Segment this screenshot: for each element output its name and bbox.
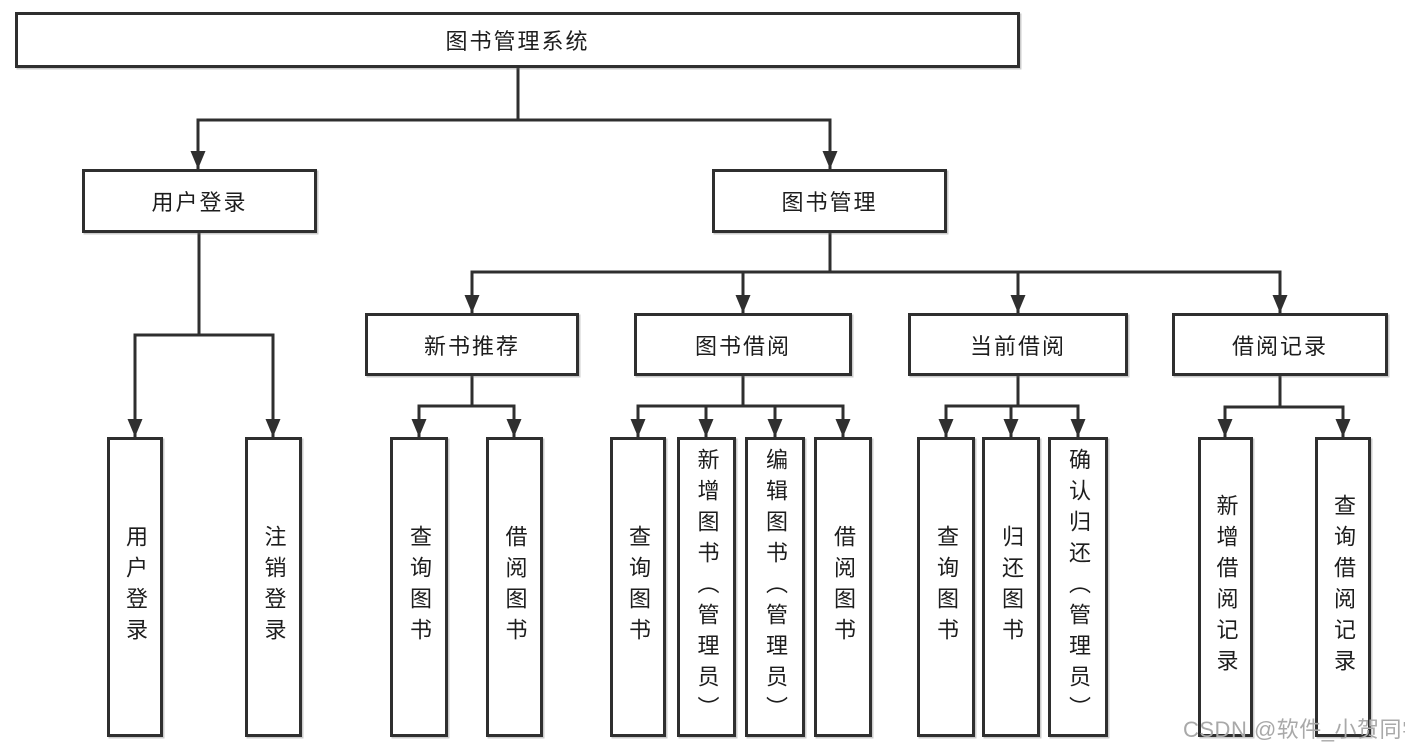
node-label: 新书推荐: [423, 333, 520, 359]
node-label: 注销登录: [261, 525, 287, 649]
node-leaf-borrow-book-1: 借阅图书: [486, 437, 543, 737]
node-label: 查询图书: [626, 525, 651, 649]
node-book-management: 图书管理: [712, 169, 947, 233]
node-label: 确认归还（管理员）: [1066, 447, 1091, 727]
node-leaf-return-book: 归还图书: [982, 437, 1040, 737]
node-leaf-query-book-2: 查询图书: [610, 437, 666, 737]
node-leaf-query-record: 查询借阅记录: [1315, 437, 1371, 737]
node-leaf-confirm-return: 确认归还（管理员）: [1048, 437, 1108, 737]
node-leaf-add-book: 新增图书（管理员）: [677, 437, 736, 737]
node-leaf-add-record: 新增借阅记录: [1198, 437, 1253, 737]
node-label: 借阅记录: [1231, 333, 1328, 359]
node-new-book-recommend: 新书推荐: [365, 313, 579, 376]
node-leaf-edit-book: 编辑图书（管理员）: [745, 437, 805, 737]
node-label: 新增图书（管理员）: [694, 447, 720, 727]
node-label: 图书管理: [781, 190, 878, 215]
node-label: 用户登录: [123, 525, 148, 649]
node-label: 图书管理系统: [445, 29, 590, 54]
node-label: 图书借阅: [694, 333, 791, 359]
node-label: 编辑图书（管理员）: [763, 447, 788, 727]
node-label: 查询图书: [934, 525, 959, 649]
node-label: 当前借阅: [969, 333, 1066, 359]
node-label: 新增借阅记录: [1213, 494, 1239, 680]
node-current-borrow: 当前借阅: [908, 313, 1128, 376]
node-label: 用户登录: [151, 190, 248, 215]
node-book-borrow: 图书借阅: [634, 313, 852, 376]
node-label: 借阅图书: [502, 525, 528, 649]
node-user-login: 用户登录: [82, 169, 317, 233]
node-label: 查询借阅记录: [1331, 494, 1356, 680]
node-label: 归还图书: [999, 525, 1024, 649]
node-leaf-query-book-3: 查询图书: [917, 437, 975, 737]
node-label: 查询图书: [407, 525, 432, 649]
node-borrow-records: 借阅记录: [1172, 313, 1388, 376]
node-label: 借阅图书: [831, 525, 856, 649]
node-leaf-user-login: 用户登录: [107, 437, 163, 737]
node-leaf-query-book-1: 查询图书: [390, 437, 448, 737]
node-leaf-logout: 注销登录: [245, 437, 302, 737]
watermark-text: CSDN @软件_小贺同学: [1183, 717, 1405, 742]
node-leaf-borrow-book-2: 借阅图书: [814, 437, 872, 737]
node-root: 图书管理系统: [15, 12, 1020, 68]
